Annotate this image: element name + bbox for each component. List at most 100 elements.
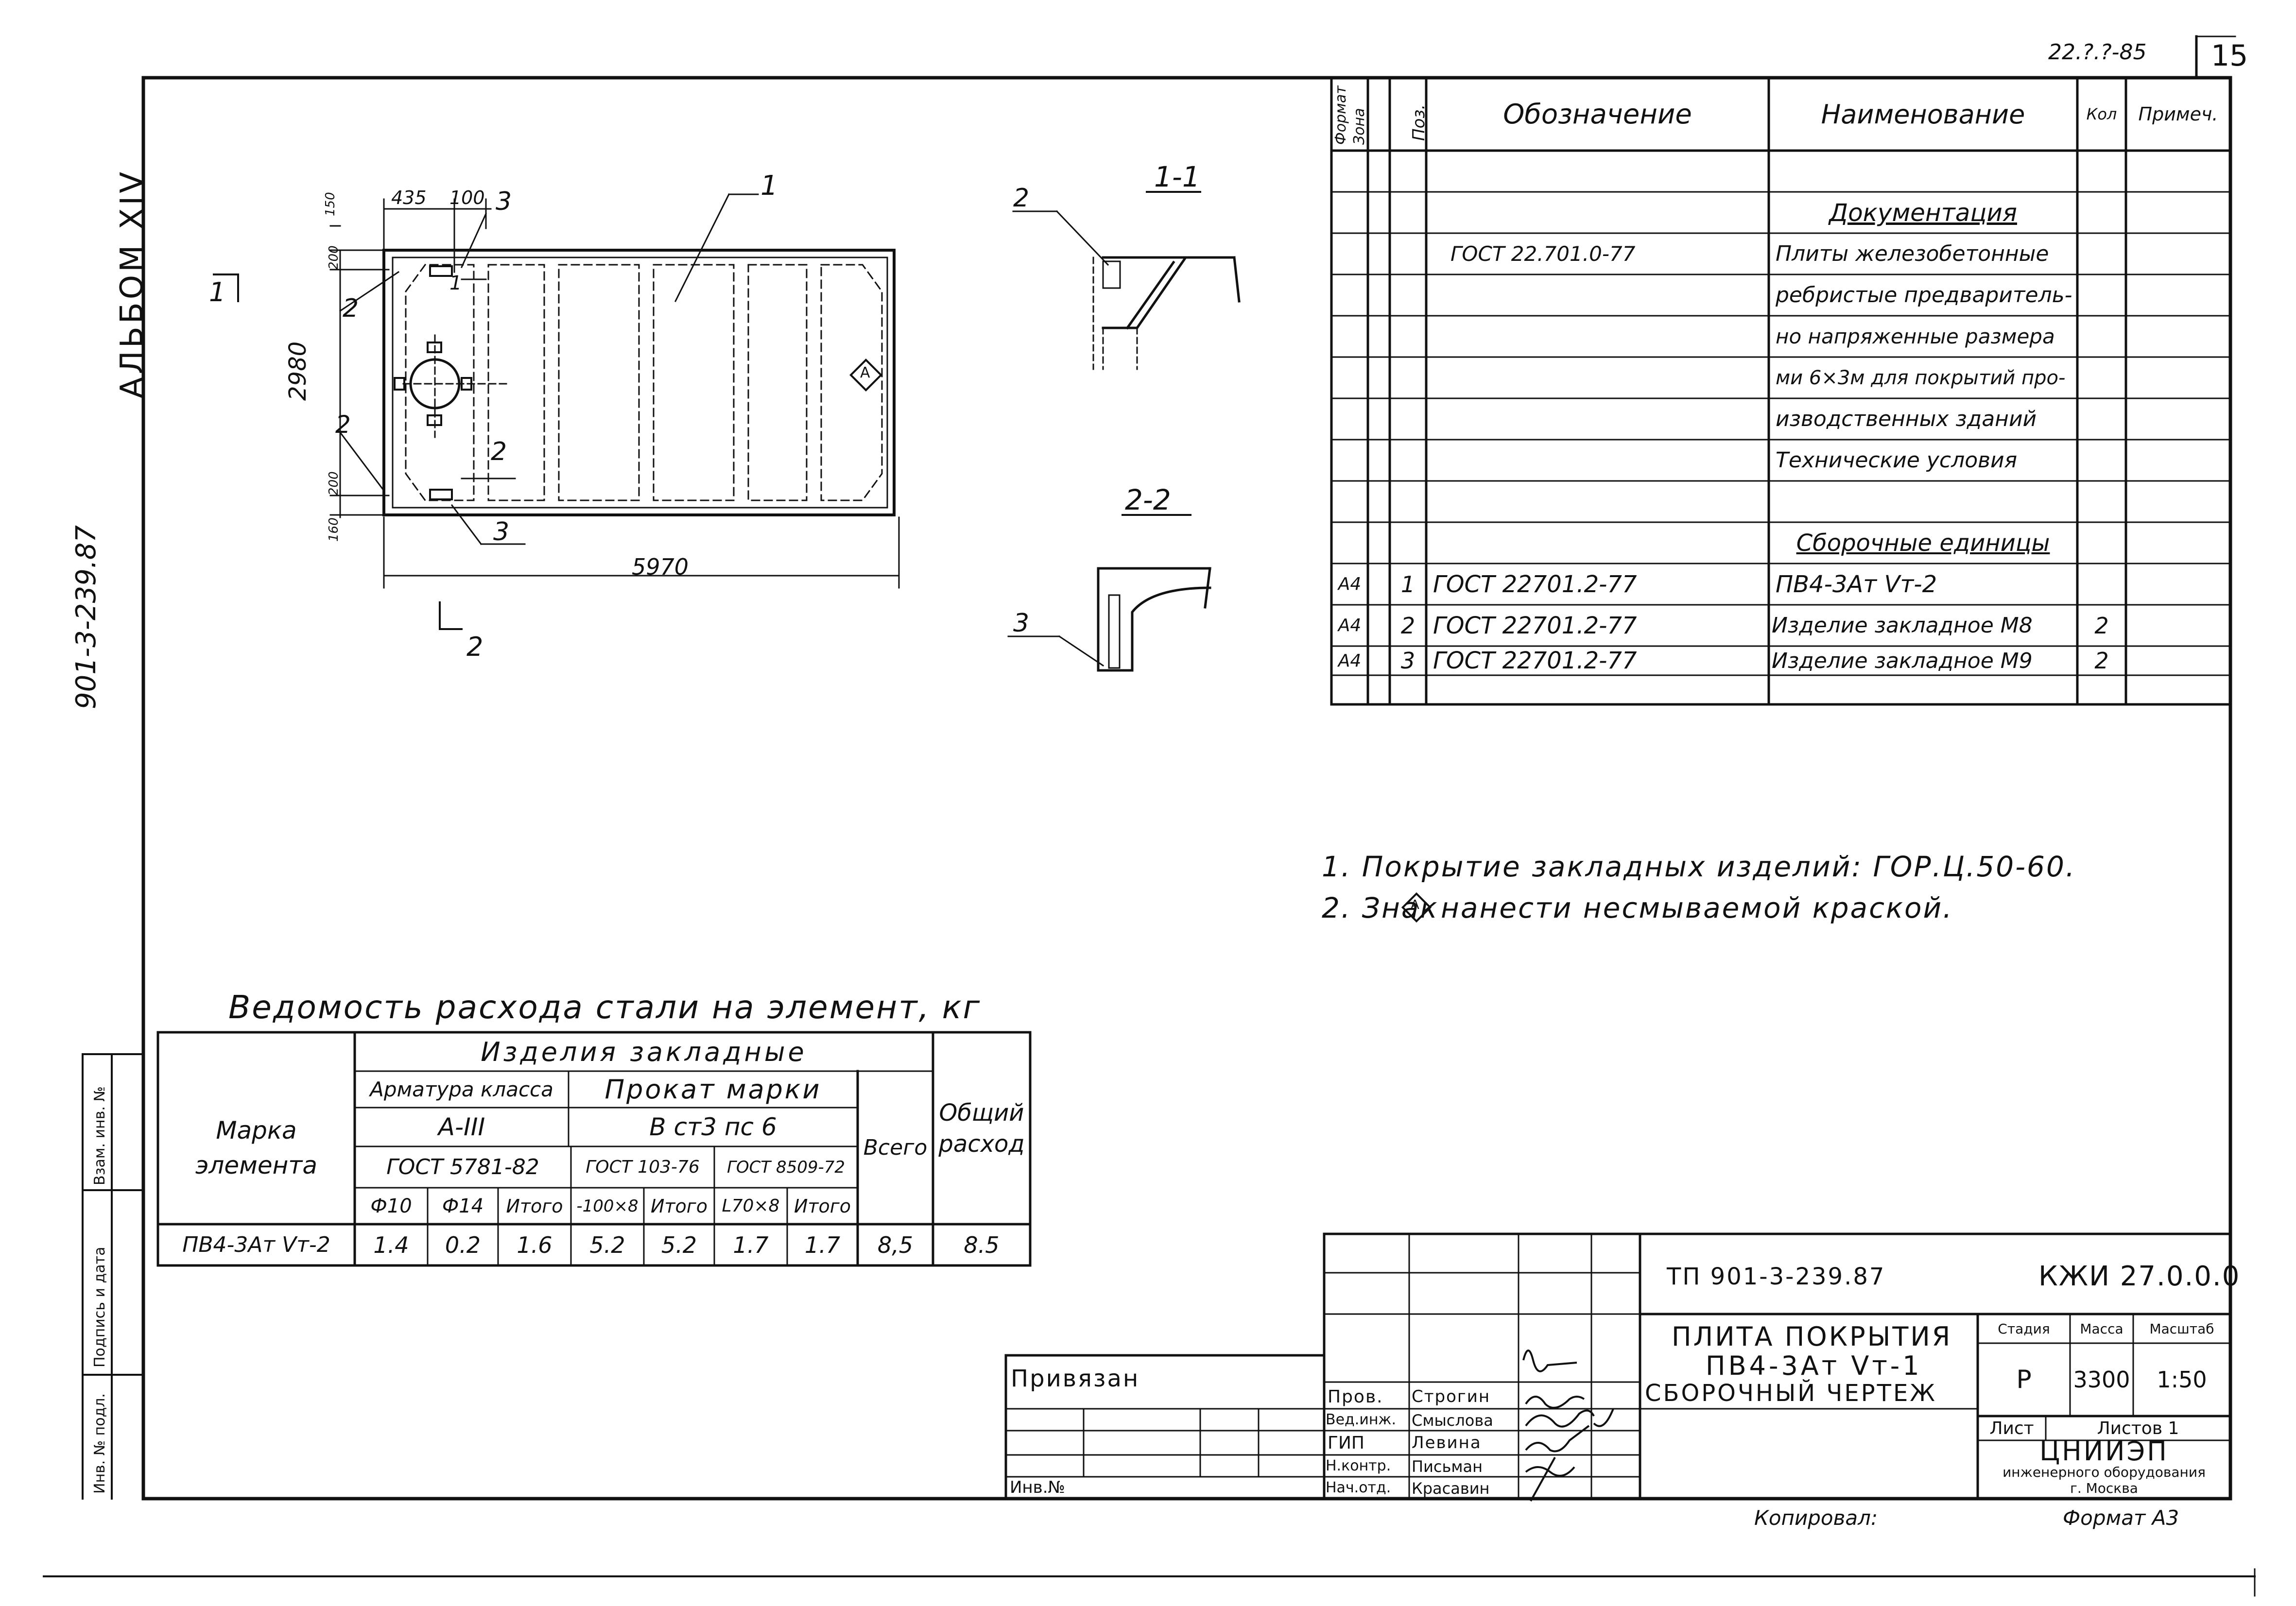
spec-header-name: Наименование bbox=[1821, 99, 2025, 130]
steel-h-total: Всего bbox=[863, 1135, 928, 1160]
note-1: 1. Покрытие закладных изделий: ГОР.Ц.50-… bbox=[1322, 850, 2076, 883]
spec-section-docs: Документация bbox=[1829, 198, 2017, 227]
spec-row3-pos: 3 bbox=[1400, 648, 1416, 674]
steel-row-value: 1.7 bbox=[733, 1231, 769, 1258]
dim-435: 435 bbox=[391, 187, 427, 208]
steel-sub-col: -100×8 bbox=[576, 1196, 639, 1216]
tb-code: КЖИ 27.0.0.0 bbox=[2038, 1261, 2241, 1292]
spec-name-line: изводственных зданий bbox=[1776, 407, 2037, 431]
tb-privyazan: Привязан bbox=[1011, 1365, 1140, 1392]
tb-scale-header: Масштаб bbox=[2149, 1320, 2214, 1337]
spec-row2-name: Изделие закладное М8 bbox=[1772, 613, 2033, 638]
tb-org-name: ЦНИИЭП bbox=[2039, 1436, 2169, 1467]
tb-role: Нач.отд. bbox=[1326, 1479, 1391, 1496]
tb-stage: Р bbox=[2016, 1365, 2032, 1394]
dim-100: 100 bbox=[449, 187, 485, 208]
tb-person: Левина bbox=[1412, 1433, 1482, 1452]
steel-row-value: 1.4 bbox=[373, 1231, 409, 1258]
spec-row3-designation: ГОСТ 22701.2-77 bbox=[1433, 647, 1637, 674]
section-mark-1: 1 bbox=[209, 277, 226, 308]
spec-header-qty: Кол bbox=[2086, 105, 2117, 123]
steel-sub-col: Ф14 bbox=[442, 1195, 484, 1217]
tb-sheet-header: Лист bbox=[1989, 1418, 2034, 1438]
lead-2-mid: 2 bbox=[491, 437, 507, 466]
note-2-end: нанести несмываемой краской. bbox=[1441, 891, 1953, 924]
dim-150: 150 bbox=[323, 192, 338, 216]
top-code: 22.?.?-85 bbox=[2048, 40, 2147, 65]
steel-h-mark: Марка элемента bbox=[195, 1116, 318, 1179]
section-lead-2: 2 bbox=[1013, 184, 1030, 213]
steel-h-gost3: ГОСТ 8509-72 bbox=[726, 1157, 846, 1177]
tb-stage-header: Стадия bbox=[1998, 1320, 2050, 1337]
steel-row-value: 5.2 bbox=[661, 1231, 697, 1258]
spec-name-line: ребристые предваритель- bbox=[1776, 283, 2072, 308]
tb-doc-number: ТП 901-3-239.87 bbox=[1667, 1263, 1886, 1290]
lead-2-top: 2 bbox=[343, 294, 359, 323]
steel-table-title: Ведомость расхода стали на элемент, кг bbox=[228, 989, 982, 1026]
spec-row2-qty: 2 bbox=[2094, 612, 2109, 639]
steel-row-value: 0.2 bbox=[445, 1231, 481, 1258]
note-mark-glyph: А bbox=[1411, 898, 1419, 912]
spec-row3-name: Изделие закладное М9 bbox=[1772, 648, 2033, 673]
tb-role: Вед.инж. bbox=[1326, 1411, 1396, 1428]
tb-role: Пров. bbox=[1328, 1387, 1383, 1407]
spec-row3-format: А4 bbox=[1338, 650, 1362, 671]
spec-row3-qty: 2 bbox=[2094, 648, 2109, 674]
spec-header-pos: Поз. bbox=[1409, 104, 1429, 141]
steel-row-value: 1.6 bbox=[517, 1231, 552, 1258]
tb-person: Письман bbox=[1412, 1457, 1483, 1476]
steel-row-value: 1.7 bbox=[804, 1231, 841, 1258]
dim-200-bot: 200 bbox=[327, 471, 341, 495]
section-title-2-2: 2-2 bbox=[1125, 483, 1171, 516]
tb-mass: 3300 bbox=[2073, 1367, 2130, 1393]
lead-1-small: 1 bbox=[449, 272, 462, 294]
steel-h-grade: В ст3 пс 6 bbox=[649, 1113, 777, 1141]
strip-replace-label: Взам. инв. № bbox=[91, 1086, 108, 1185]
tb-title-3: СБОРОЧНЫЙ ЧЕРТЕЖ bbox=[1645, 1380, 1937, 1407]
steel-row-mark: ПВ4-3Ат Vт-2 bbox=[182, 1232, 330, 1257]
spec-row2-format: А4 bbox=[1338, 615, 1362, 635]
steel-row-value: 8.5 bbox=[964, 1231, 1000, 1258]
tb-title-2: ПВ4-3Ат Vт-1 bbox=[1706, 1350, 1922, 1381]
spec-row1-pos: 1 bbox=[1400, 571, 1416, 598]
tb-role: ГИП bbox=[1328, 1433, 1364, 1453]
note-2-start: 2. Знак bbox=[1322, 891, 1439, 924]
spec-header-note: Примеч. bbox=[2138, 103, 2218, 125]
lead-3-bot: 3 bbox=[493, 517, 510, 547]
spec-name-line: но напряженные размера bbox=[1776, 325, 2055, 348]
tb-org-sub: инженерного оборудования bbox=[2003, 1464, 2206, 1480]
tb-person: Смыслова bbox=[1412, 1411, 1493, 1430]
tb-person: Строгин bbox=[1412, 1387, 1491, 1406]
tb-sheets-header: Листов 1 bbox=[2097, 1418, 2179, 1438]
spec-row2-pos: 2 bbox=[1400, 612, 1416, 639]
footer-format: Формат А3 bbox=[2063, 1506, 2179, 1530]
spec-row1-designation: ГОСТ 22701.2-77 bbox=[1433, 570, 1637, 598]
tb-person: Красавин bbox=[1412, 1479, 1490, 1498]
lead-3-top: 3 bbox=[496, 187, 512, 216]
spec-name-line: Технические условия bbox=[1776, 448, 2018, 473]
steel-h-rolled: Прокат марки bbox=[604, 1074, 822, 1105]
steel-sub-col: L70×8 bbox=[722, 1196, 780, 1216]
steel-h-overall: Общий расход bbox=[938, 1099, 1025, 1158]
section-mark-2: 2 bbox=[466, 632, 483, 662]
steel-row-value: 5.2 bbox=[589, 1231, 625, 1258]
steel-h-items: Изделия закладные bbox=[481, 1036, 807, 1067]
album-label: АЛЬБОМ XIV bbox=[114, 169, 150, 398]
steel-row-value: 8,5 bbox=[877, 1231, 914, 1258]
section-title-1-1: 1-1 bbox=[1154, 160, 1200, 193]
lead-1: 1 bbox=[760, 170, 778, 202]
tb-mass-header: Масса bbox=[2080, 1320, 2123, 1337]
tb-inv: Инв.№ bbox=[1010, 1478, 1065, 1497]
steel-sub-col: Итого bbox=[506, 1195, 563, 1217]
steel-sub-col: Итого bbox=[650, 1195, 708, 1217]
steel-sub-col: Ф10 bbox=[370, 1195, 412, 1217]
spec-name-line: Плиты железобетонные bbox=[1776, 241, 2049, 266]
steel-h-gost1: ГОСТ 5781-82 bbox=[386, 1155, 539, 1179]
plan-mark-glyph: А bbox=[860, 364, 870, 381]
spec-section-assemblies: Сборочные единицы bbox=[1796, 529, 2050, 557]
dim-200-top: 200 bbox=[327, 245, 341, 270]
section-lead-3: 3 bbox=[1013, 609, 1030, 638]
spec-header-format: Формат bbox=[1332, 85, 1349, 145]
tb-scale: 1:50 bbox=[2157, 1367, 2207, 1393]
